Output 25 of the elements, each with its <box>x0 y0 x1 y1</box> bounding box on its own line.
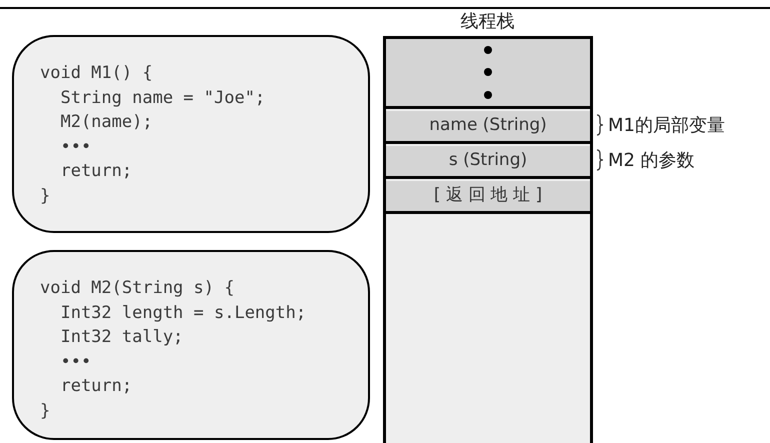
code-line: } <box>40 184 50 208</box>
stack-slot <box>386 146 590 179</box>
code-line: ••• <box>59 136 92 158</box>
stack-frame-box <box>386 39 590 109</box>
code-line: return; <box>59 160 132 183</box>
code-box <box>12 35 370 233</box>
beside-label: M1的局部变量 <box>608 114 725 138</box>
stack-slot <box>386 181 590 214</box>
stack-slot <box>386 111 590 144</box>
thread-stack <box>383 36 593 443</box>
slot-label: [ 返 回 地 址 ] <box>434 184 542 208</box>
slot-label: s (String) <box>448 149 528 172</box>
code-line: } <box>40 400 50 422</box>
code-line: ••• <box>59 350 92 374</box>
code-line: return; <box>59 375 132 398</box>
code-line: Int32 tally; <box>59 326 184 349</box>
code-box <box>12 250 370 440</box>
slot-label: name (String) <box>429 114 547 138</box>
beside-label: M2 的参数 <box>608 148 695 172</box>
code-line: M2(name); <box>59 111 153 134</box>
stack-title: 线程栈 <box>460 10 516 34</box>
code-line: void M2(String s) { <box>40 277 234 300</box>
code-line: String name = "Joe"; <box>59 86 266 110</box>
code-line: Int32 length = s.Length; <box>59 302 306 324</box>
code-line: void M1() { <box>40 62 153 85</box>
